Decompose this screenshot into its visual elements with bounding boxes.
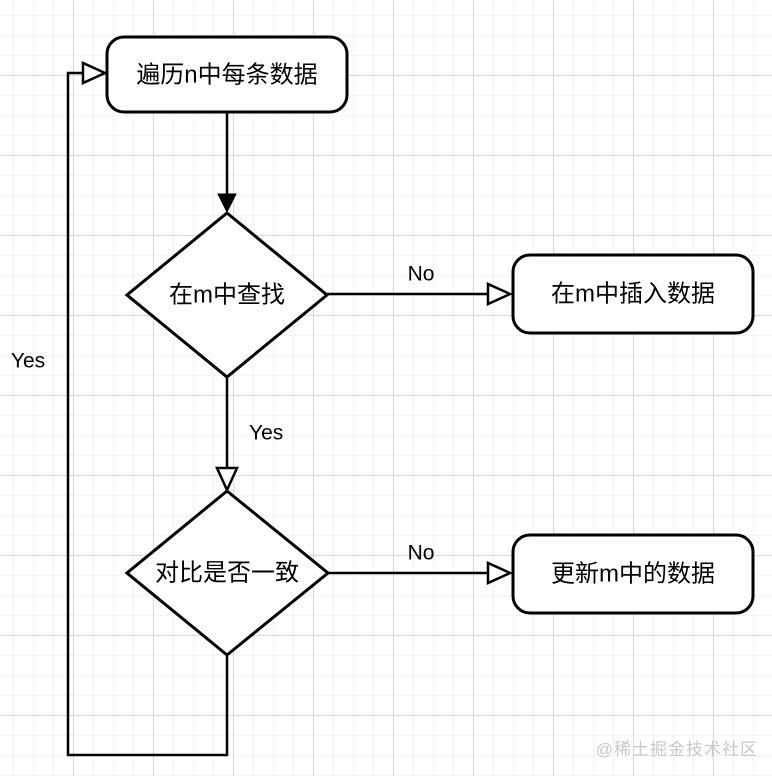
node-insert-label: 在m中插入数据 [551,281,715,308]
node-iterate-label: 遍历n中每条数据 [136,62,317,89]
edge-label-yes-compare: Yes [249,422,283,445]
node-iterate [105,35,349,114]
edge-label-no-insert: No [408,263,435,286]
arrowhead-compare-update [486,561,514,585]
arrowhead-compare-iterate [81,61,109,85]
edge-label-no-update: No [408,542,435,565]
node-insert [511,253,755,335]
watermark: @稀土掘金技术社区 [595,740,758,759]
edge-label-yes-loop: Yes [11,350,45,373]
node-search-label: 在m中查找 [169,282,285,309]
node-compare-label: 对比是否一致 [155,560,299,587]
arrowhead-search-compare [215,466,239,494]
edge-compare-iterate [66,71,229,757]
arrowhead-search-insert [486,282,514,306]
node-compare [124,489,331,657]
node-update-label: 更新m中的数据 [551,561,715,588]
arrowhead-iterate-search [217,193,237,214]
node-search [124,211,330,379]
node-update [511,533,755,615]
